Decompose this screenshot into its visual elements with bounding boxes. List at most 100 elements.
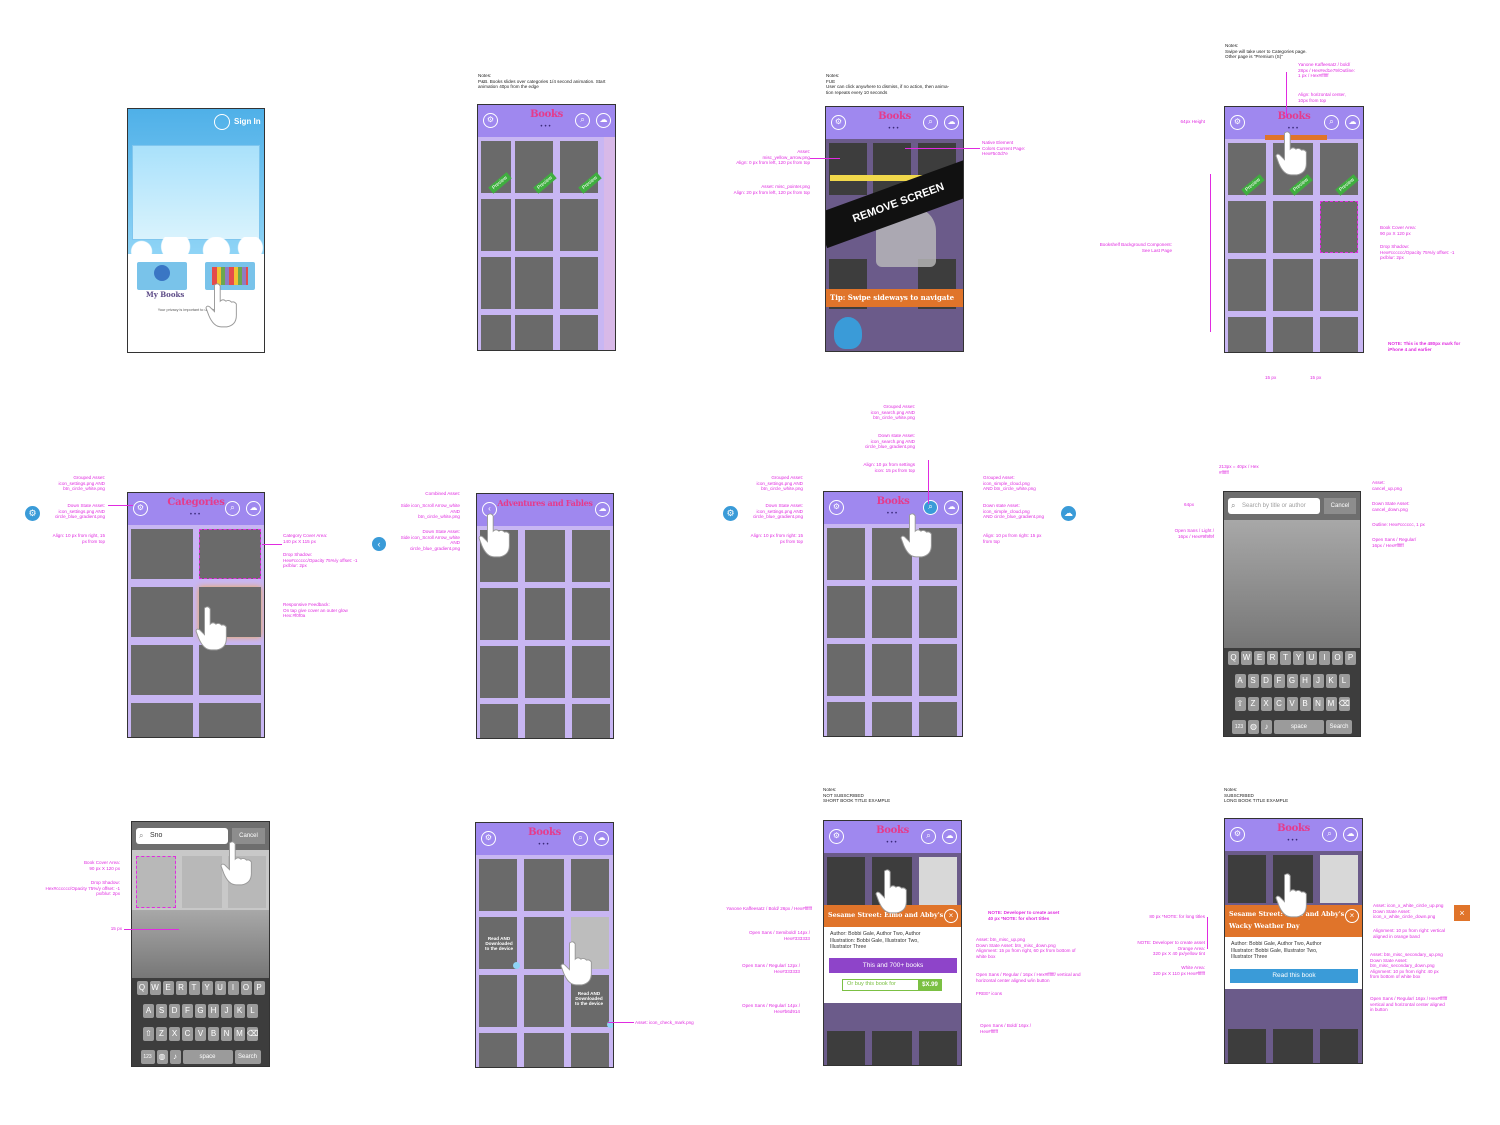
- book-cover[interactable]: [515, 199, 553, 251]
- book-cover[interactable]: [1228, 317, 1266, 352]
- book-cover[interactable]: [1273, 317, 1313, 352]
- key[interactable]: N: [221, 1027, 232, 1041]
- key[interactable]: H: [208, 1004, 219, 1018]
- key[interactable]: J: [1312, 674, 1324, 688]
- search-icon[interactable]: ⌕: [573, 831, 588, 846]
- search-icon[interactable]: ⌕: [1324, 115, 1339, 130]
- book-cover[interactable]: [1228, 855, 1266, 903]
- cancel-button[interactable]: Cancel: [1324, 498, 1356, 514]
- key[interactable]: A: [1234, 674, 1246, 688]
- book-cover[interactable]: [560, 315, 598, 350]
- book-cover[interactable]: [524, 859, 564, 911]
- category-cover[interactable]: [131, 703, 193, 737]
- book-cover[interactable]: [872, 1031, 912, 1065]
- key[interactable]: U: [214, 981, 226, 995]
- book-cover[interactable]: [481, 257, 511, 309]
- key[interactable]: C: [182, 1027, 193, 1041]
- key[interactable]: T: [188, 981, 200, 995]
- key[interactable]: K: [234, 1004, 245, 1018]
- book-cover[interactable]: [572, 704, 610, 738]
- book-cover[interactable]: [479, 1033, 517, 1067]
- key[interactable]: F: [182, 1004, 193, 1018]
- gear-icon[interactable]: ⚙: [133, 501, 148, 516]
- search-key[interactable]: Search: [234, 1050, 261, 1064]
- search-icon[interactable]: ⌕: [1322, 827, 1337, 842]
- key[interactable]: W: [149, 981, 161, 995]
- privacy-text[interactable]: Your privacy is important to us. Terms .…: [157, 308, 237, 312]
- cloud-icon[interactable]: ☁: [596, 113, 611, 128]
- book-cover[interactable]: [1228, 201, 1266, 253]
- category-cover[interactable]: [131, 529, 193, 579]
- book-cover[interactable]: [1273, 855, 1313, 903]
- subscribe-button[interactable]: This and 700+ books: [829, 958, 957, 973]
- gear-icon[interactable]: ⚙: [829, 500, 844, 515]
- cloud-icon[interactable]: ☁: [594, 831, 609, 846]
- book-cover[interactable]: [872, 528, 912, 580]
- key[interactable]: R: [1267, 651, 1278, 665]
- book-cover[interactable]: [827, 586, 865, 638]
- key[interactable]: S: [156, 1004, 167, 1018]
- book-cover[interactable]: [525, 588, 565, 640]
- key[interactable]: G: [195, 1004, 206, 1018]
- book-cover[interactable]: [571, 917, 609, 969]
- cloud-icon[interactable]: ☁: [1345, 115, 1360, 130]
- book-cover[interactable]: [572, 646, 610, 698]
- space-key[interactable]: space: [182, 1050, 233, 1064]
- key[interactable]: A: [143, 1004, 154, 1018]
- cloud-icon[interactable]: ☁: [944, 500, 959, 515]
- mic-key[interactable]: ♪: [169, 1050, 181, 1064]
- gear-icon[interactable]: ⚙: [483, 113, 498, 128]
- book-cover[interactable]: [872, 702, 912, 736]
- book-cover[interactable]: [872, 857, 912, 905]
- globe-key[interactable]: ◍: [156, 1050, 168, 1064]
- key[interactable]: K: [1325, 674, 1337, 688]
- book-cover[interactable]: [919, 702, 957, 736]
- key[interactable]: Z: [1247, 697, 1259, 711]
- book-cover[interactable]: [525, 704, 565, 738]
- key[interactable]: D: [169, 1004, 180, 1018]
- shift-key[interactable]: ⇧: [143, 1027, 154, 1041]
- book-cover[interactable]: [479, 975, 517, 1027]
- book-cover[interactable]: [524, 975, 564, 1027]
- book-cover[interactable]: [525, 646, 565, 698]
- key[interactable]: H: [1299, 674, 1311, 688]
- category-cover[interactable]: [131, 645, 193, 695]
- book-cover[interactable]: [479, 859, 517, 911]
- cloud-icon[interactable]: ☁: [942, 829, 957, 844]
- search-icon[interactable]: ⌕: [923, 500, 938, 515]
- signin-link[interactable]: Sign In: [234, 117, 261, 126]
- book-cover[interactable]: [827, 1031, 865, 1065]
- book-cover[interactable]: [1320, 317, 1358, 352]
- key[interactable]: J: [221, 1004, 232, 1018]
- cloud-icon[interactable]: ☁: [1343, 827, 1358, 842]
- search-input[interactable]: Search by title or author: [1228, 498, 1320, 514]
- key[interactable]: E: [162, 981, 174, 995]
- book-cover[interactable]: [919, 528, 957, 580]
- key[interactable]: S: [1247, 674, 1259, 688]
- cloud-icon[interactable]: ☁: [595, 502, 610, 517]
- key[interactable]: Y: [1293, 651, 1304, 665]
- gear-icon[interactable]: ⚙: [1230, 115, 1245, 130]
- book-cover[interactable]: [1320, 1029, 1358, 1063]
- key[interactable]: V: [1286, 697, 1298, 711]
- close-icon[interactable]: ×: [1345, 909, 1359, 923]
- shift-key[interactable]: ⇧: [1234, 697, 1246, 711]
- key[interactable]: E: [1254, 651, 1265, 665]
- book-cover[interactable]: [1320, 259, 1358, 311]
- key[interactable]: L: [247, 1004, 258, 1018]
- category-cover[interactable]: [199, 587, 261, 637]
- key[interactable]: B: [1299, 697, 1311, 711]
- space-key[interactable]: space: [1274, 720, 1324, 734]
- gear-icon[interactable]: ⚙: [481, 831, 496, 846]
- book-cover[interactable]: [228, 856, 266, 908]
- key[interactable]: Y: [201, 981, 213, 995]
- book-cover[interactable]: [919, 586, 957, 638]
- key[interactable]: N: [1312, 697, 1324, 711]
- key[interactable]: O: [240, 981, 252, 995]
- book-cover[interactable]: [827, 528, 865, 580]
- book-cover[interactable]: [182, 856, 222, 908]
- book-cover[interactable]: [1228, 259, 1266, 311]
- key[interactable]: C: [1273, 697, 1285, 711]
- book-cover[interactable]: [919, 644, 957, 696]
- buy-price-button[interactable]: $X.99: [918, 979, 942, 991]
